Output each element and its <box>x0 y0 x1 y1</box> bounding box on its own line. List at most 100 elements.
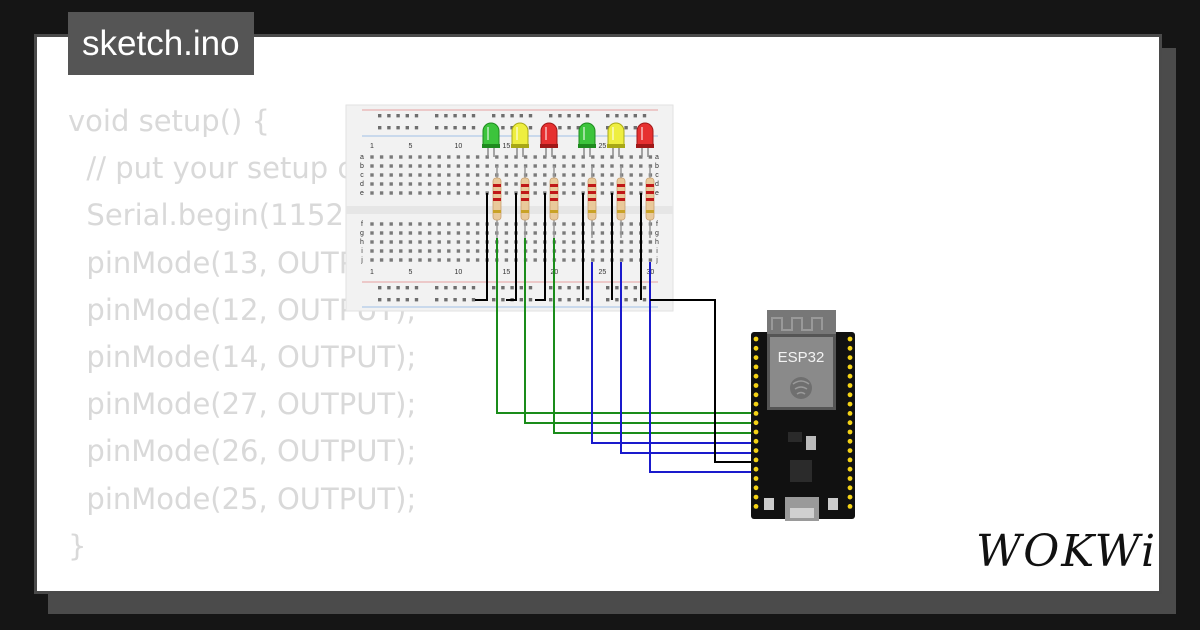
esp32-pin[interactable] <box>753 392 759 398</box>
esp32-pin[interactable] <box>847 355 853 360</box>
code-line: pinMode(25, OUTPUT); <box>68 481 417 516</box>
esp32-pin[interactable] <box>847 383 853 388</box>
column-number: 15 <box>503 143 511 150</box>
esp32-pin[interactable] <box>753 494 759 500</box>
wire-gnd-2 <box>506 193 517 301</box>
code-line: pinMode(14, OUTPUT); <box>68 339 417 374</box>
row-letter: c <box>655 172 659 179</box>
esp32-pin[interactable] <box>753 345 759 351</box>
esp32-pin[interactable] <box>753 411 759 416</box>
row-letter: f <box>656 221 658 228</box>
wire-green-3 <box>553 262 758 434</box>
resistor[interactable] <box>520 166 530 238</box>
row-letter: e <box>360 190 364 197</box>
wire-blue-2 <box>620 262 758 454</box>
esp32-pin[interactable] <box>753 466 759 472</box>
wokwi-logo: WOKWi <box>976 526 1158 577</box>
row-letter: e <box>655 190 659 197</box>
led-red[interactable] <box>540 122 558 157</box>
led-green[interactable] <box>482 122 500 157</box>
esp32-pin[interactable] <box>753 438 759 444</box>
leds[interactable] <box>482 122 654 157</box>
esp32-pin[interactable] <box>847 392 853 398</box>
row-letter: a <box>655 154 659 161</box>
led-green[interactable] <box>578 122 596 157</box>
row-letter: i <box>361 248 363 255</box>
resistor[interactable] <box>549 166 559 238</box>
esp32-pin[interactable] <box>753 448 759 453</box>
esp32-board[interactable]: ESP32 <box>751 310 855 521</box>
boot-button[interactable] <box>828 498 838 510</box>
esp32-pin[interactable] <box>847 438 853 444</box>
code-line: } <box>68 528 87 563</box>
file-tab-label: sketch.ino <box>82 24 240 63</box>
wire-gnd-1 <box>475 193 488 301</box>
esp32-pin[interactable] <box>847 420 853 426</box>
esp32-pin[interactable] <box>847 401 853 407</box>
column-number: 10 <box>455 143 463 150</box>
column-number: 25 <box>599 269 607 276</box>
wire-green-2 <box>524 262 758 424</box>
esp32-pin[interactable] <box>847 466 853 472</box>
code-line: pinMode(27, OUTPUT); <box>68 387 417 422</box>
esp32-pin[interactable] <box>847 476 853 481</box>
row-letter: i <box>656 248 658 255</box>
esp32-pin[interactable] <box>753 336 759 342</box>
led-red[interactable] <box>636 122 654 157</box>
row-letter: b <box>360 163 364 170</box>
esp32-pin[interactable] <box>753 355 759 360</box>
resistors[interactable] <box>492 166 655 238</box>
row-letter: g <box>360 230 364 237</box>
esp32-pin[interactable] <box>753 476 759 481</box>
esp32-pin[interactable] <box>753 485 759 491</box>
row-letter: j <box>655 257 658 264</box>
esp32-pin[interactable] <box>753 504 759 509</box>
row-letter: f <box>361 221 363 228</box>
row-letter: h <box>360 239 364 246</box>
esp32-pin[interactable] <box>847 457 853 463</box>
esp32-pin[interactable] <box>847 336 853 342</box>
column-number: 25 <box>599 143 607 150</box>
esp32-pin[interactable] <box>753 383 759 388</box>
row-letter: h <box>655 239 659 246</box>
resistor[interactable] <box>645 166 655 238</box>
esp32-pin[interactable] <box>847 448 853 453</box>
row-letter: g <box>655 230 659 237</box>
esp32-pin[interactable] <box>847 411 853 416</box>
column-number: 5 <box>408 143 412 150</box>
led-yellow[interactable] <box>607 122 625 157</box>
wire-blue-1 <box>591 262 758 444</box>
column-number: 15 <box>503 269 511 276</box>
resistor[interactable] <box>492 166 502 238</box>
esp32-pin[interactable] <box>753 373 759 379</box>
esp32-pin[interactable] <box>753 401 759 407</box>
column-number: 1 <box>370 143 374 150</box>
wires[interactable] <box>475 193 758 473</box>
row-letter: d <box>655 181 659 188</box>
esp32-label: ESP32 <box>778 349 825 366</box>
esp32-pin[interactable] <box>753 364 759 370</box>
column-number: 10 <box>455 269 463 276</box>
wire-gnd-3 <box>535 193 546 301</box>
esp32-pin[interactable] <box>847 485 853 491</box>
resistor[interactable] <box>587 166 597 238</box>
row-letter: c <box>360 172 364 179</box>
esp32-pin[interactable] <box>847 429 853 435</box>
esp32-pin[interactable] <box>753 457 759 463</box>
esp32-pin[interactable] <box>847 494 853 500</box>
column-number: 1 <box>370 269 374 276</box>
code-line: pinMode(26, OUTPUT); <box>68 434 417 469</box>
esp32-pin[interactable] <box>847 504 853 509</box>
row-letter: d <box>360 181 364 188</box>
esp32-pin[interactable] <box>753 429 759 435</box>
code-line: void setup() { <box>68 104 270 138</box>
led-yellow[interactable] <box>511 122 529 157</box>
file-tab[interactable]: sketch.ino <box>68 12 254 75</box>
esp32-pin[interactable] <box>847 345 853 351</box>
esp32-pin[interactable] <box>847 364 853 370</box>
en-button[interactable] <box>764 498 774 510</box>
esp32-pin[interactable] <box>753 420 759 426</box>
resistor[interactable] <box>616 166 626 238</box>
esp32-pin[interactable] <box>847 373 853 379</box>
